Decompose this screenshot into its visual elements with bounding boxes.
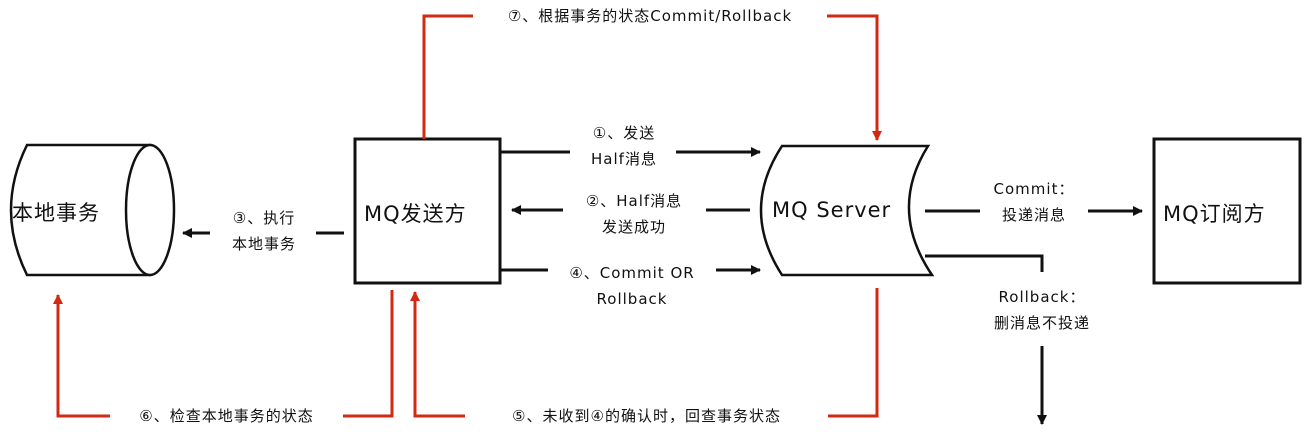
cylinder-front: [124, 143, 176, 277]
edge-step3-line1: ③、执行: [232, 209, 296, 227]
edge-step5: [410, 288, 879, 418]
edge-step6-label: ⑥、检查本地事务的状态: [110, 403, 343, 429]
edge-rollback: [925, 254, 1047, 425]
edge-step2-label: ②、Half消息 发送成功: [563, 188, 705, 240]
edge-step6: [53, 290, 394, 418]
node-consumer-box: [1152, 137, 1302, 285]
edge-step6-seg-a: [343, 290, 394, 418]
node-server-shape: [759, 144, 935, 277]
node-local-transaction-label: 本地事务: [12, 201, 100, 225]
edge-commit-line1: Commit：: [993, 180, 1075, 198]
edge-step5-label: ⑤、未收到④的确认时，回查事务状态: [465, 403, 828, 429]
edge-step2-line2: 发送成功: [601, 218, 666, 236]
edge-step6-seg-b: [53, 294, 110, 418]
cylinder-body: [9, 143, 152, 277]
node-local-transaction: [9, 143, 176, 277]
edge-commit-line2: 投递消息: [1001, 206, 1066, 224]
node-consumer-label: MQ订阅方: [1163, 202, 1266, 226]
node-producer-label: MQ发送方: [364, 202, 467, 226]
edge-step7: [422, 14, 882, 141]
edge-step3-label: ③、执行 本地事务: [212, 205, 316, 257]
edge-step3-line2: 本地事务: [231, 235, 296, 253]
node-producer-box: [353, 137, 502, 285]
edge-step1-line1: ①、发送: [592, 124, 656, 142]
edge-rollback-line2: 删消息不投递: [993, 314, 1090, 332]
edge-step1-line2: Half消息: [591, 150, 657, 168]
node-server-label: MQ Server: [772, 198, 892, 222]
edge-commit-label: Commit： 投递消息: [980, 176, 1088, 228]
edge-step7-seg-a: [422, 14, 473, 139]
edge-step7-line1: ⑦、根据事务的状态Commit/Rollback: [507, 7, 793, 25]
edge-step4-label: ④、Commit OR Rollback: [548, 260, 716, 312]
edge-step6-line1: ⑥、检查本地事务的状态: [139, 407, 314, 425]
edge-step7-label: ⑦、根据事务的状态Commit/Rollback: [473, 3, 827, 29]
edge-rollback-seg-a: [925, 254, 1044, 272]
edge-rollback-line1: Rollback：: [998, 288, 1086, 306]
edge-step4-line1: ④、Commit OR: [569, 264, 695, 282]
edge-step5-seg-a: [828, 288, 879, 418]
edge-step2-line1: ②、Half消息: [585, 192, 683, 210]
edge-step5-line1: ⑤、未收到④的确认时，回查事务状态: [512, 407, 781, 425]
edge-step5-seg-b: [410, 291, 465, 418]
edge-step1-label: ①、发送 Half消息: [572, 120, 676, 172]
edge-step7-seg-b: [827, 14, 882, 141]
edge-rollback-label: Rollback： 删消息不投递: [975, 284, 1109, 336]
edge-step4-line2: Rollback: [596, 290, 668, 308]
